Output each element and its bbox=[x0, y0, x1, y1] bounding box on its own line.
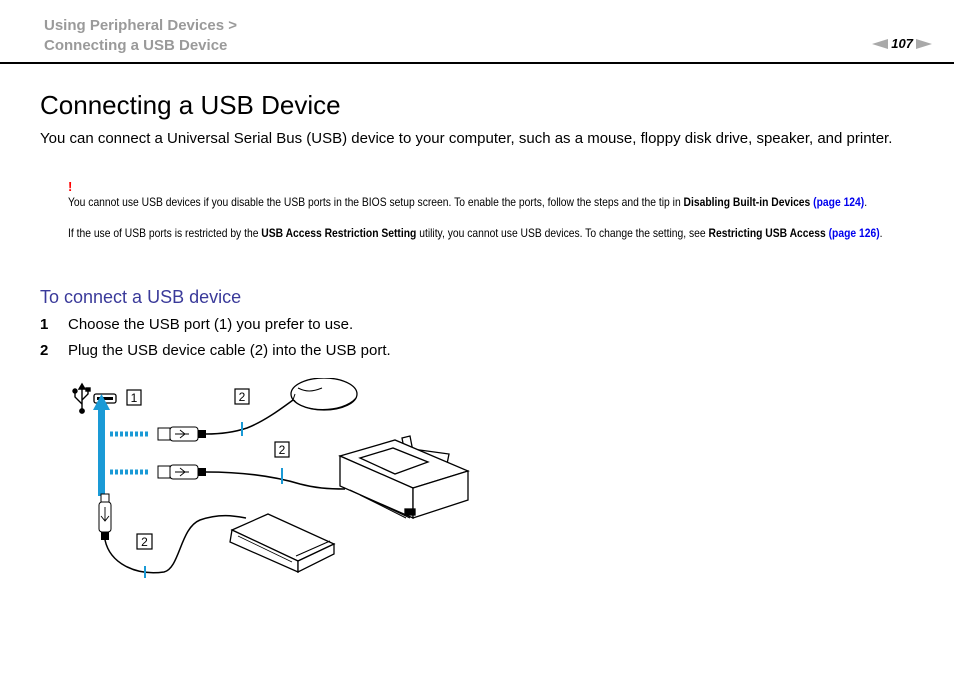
page-number: 107 bbox=[891, 36, 913, 51]
floppy-drive-icon bbox=[229, 513, 336, 574]
printer-usb-plug bbox=[110, 464, 346, 490]
callout-cable-mouse: 2 bbox=[234, 388, 250, 405]
page-title: Connecting a USB Device bbox=[40, 90, 341, 120]
callout-cable-drive: 2 bbox=[136, 533, 153, 550]
link-page-126[interactable]: (page 126) bbox=[828, 226, 880, 240]
floppy-usb-plug bbox=[98, 493, 247, 578]
step-2: 2 Plug the USB device cable (2) into the … bbox=[40, 341, 391, 360]
mouse-usb-plug bbox=[110, 399, 294, 442]
link-page-124[interactable]: (page 124) bbox=[813, 195, 865, 209]
breadcrumb: Using Peripheral Devices > Connecting a … bbox=[44, 16, 237, 56]
callout-cable-label: 2 bbox=[279, 443, 286, 457]
note-bios-text: You cannot use USB devices if you disabl… bbox=[68, 195, 684, 209]
header-rule bbox=[0, 62, 954, 64]
insert-arrow bbox=[93, 394, 110, 496]
page-navigation: 107 bbox=[872, 36, 932, 51]
step-1: 1 Choose the USB port (1) you prefer to u… bbox=[40, 315, 353, 334]
notes-block: ! You cannot use USB devices if you disa… bbox=[68, 180, 920, 243]
step-number: 2 bbox=[40, 342, 49, 359]
step-text: Plug the USB device cable (2) into the U… bbox=[68, 342, 391, 359]
note-restriction-text1: If the use of USB ports is restricted by… bbox=[68, 226, 262, 240]
note-restriction-utility: USB Access Restriction Setting bbox=[261, 226, 417, 240]
procedure-heading: To connect a USB device bbox=[40, 287, 242, 307]
callout-port-label: 1 bbox=[131, 391, 138, 405]
note-bios-ref: Disabling Built-in Devices bbox=[683, 195, 811, 209]
note-bios: You cannot use USB devices if you disabl… bbox=[68, 193, 919, 211]
printer-icon bbox=[338, 435, 470, 519]
warning-icon: ! bbox=[68, 179, 73, 194]
illustration-svg: 1 2 bbox=[72, 377, 470, 578]
callout-cable-label: 2 bbox=[141, 535, 148, 549]
breadcrumb-page: Connecting a USB Device bbox=[44, 37, 228, 54]
note-restriction: If the use of USB ports is restricted by… bbox=[68, 223, 919, 243]
callout-port: 1 bbox=[126, 389, 142, 406]
note-restriction-end: . bbox=[879, 226, 883, 240]
usb-symbol-icon bbox=[72, 382, 91, 414]
breadcrumb-section[interactable]: Using Peripheral Devices > bbox=[44, 17, 238, 34]
step-number: 1 bbox=[40, 316, 49, 333]
intro-paragraph: You can connect a Universal Serial Bus (… bbox=[40, 130, 893, 147]
note-restriction-text2: utility, you cannot use USB devices. To … bbox=[416, 226, 709, 240]
callout-cable-label: 2 bbox=[239, 390, 246, 404]
next-page-icon[interactable] bbox=[916, 38, 932, 49]
step-text: Choose the USB port (1) you prefer to us… bbox=[68, 316, 354, 333]
mouse-icon bbox=[290, 377, 358, 411]
usb-connection-illustration: 1 2 bbox=[60, 377, 480, 593]
callout-cable-printer: 2 bbox=[274, 441, 290, 458]
note-restriction-ref: Restricting USB Access bbox=[708, 226, 826, 240]
note-bios-end: . bbox=[864, 195, 868, 209]
previous-page-icon[interactable] bbox=[872, 38, 889, 49]
